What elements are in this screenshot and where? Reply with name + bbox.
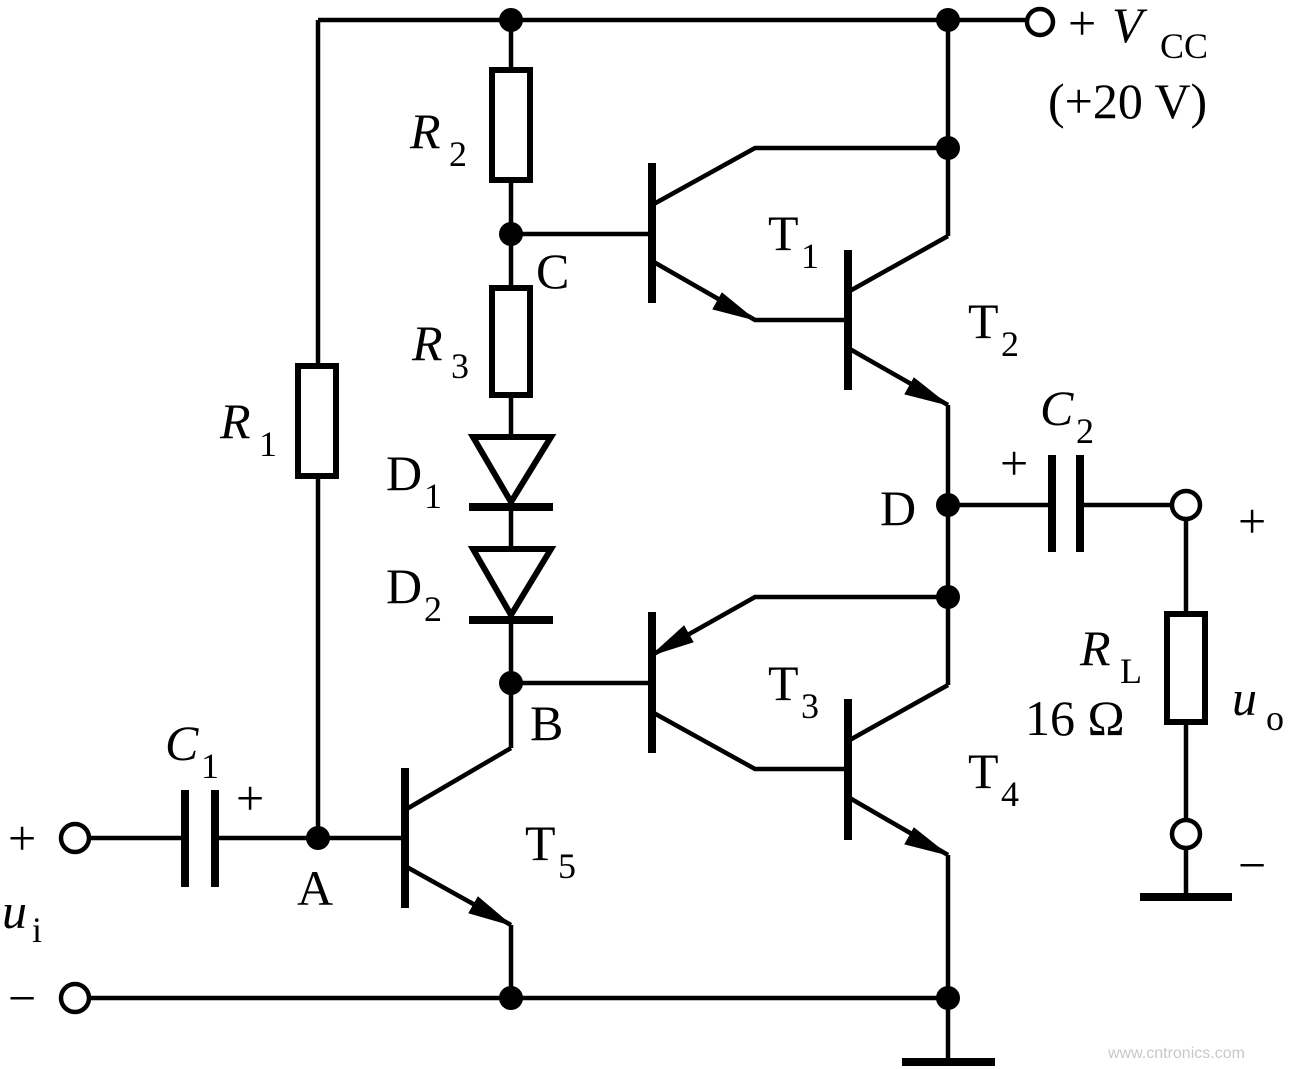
r2-label: R [409, 103, 441, 159]
input-subscript: i [32, 910, 42, 950]
junction-t3-emitter [936, 585, 960, 609]
r2-subscript: 2 [449, 134, 467, 174]
rl-resistor [1164, 611, 1208, 725]
vcc-plus-sign: + [1068, 0, 1096, 51]
c1-polarity: + [236, 770, 264, 826]
vcc-symbol: V [1112, 0, 1148, 53]
output-minus-sign: − [1238, 837, 1266, 893]
resistors [295, 67, 1208, 725]
r1-subscript: 1 [259, 424, 277, 464]
r1-label: R [219, 393, 251, 449]
r3-resistor [489, 285, 533, 398]
output-symbol: u [1232, 670, 1257, 726]
junction-top-right [936, 8, 960, 32]
output-plus-terminal [1169, 488, 1203, 522]
capacitors [181, 455, 1084, 887]
input-minus-sign: − [8, 970, 36, 1026]
d2-label: D [386, 558, 422, 614]
output-plus-sign: + [1238, 493, 1266, 549]
output-subscript: o [1266, 698, 1284, 738]
junction-ground-t5 [499, 986, 523, 1010]
t5-subscript: 5 [558, 846, 576, 886]
input-plus-sign: + [8, 810, 36, 866]
input-plus-terminal [58, 821, 92, 855]
t1-collector-wire [650, 145, 948, 207]
node-b-label: B [530, 695, 563, 751]
t2-emitter-arrow [904, 377, 949, 406]
t3-emitter-arrow [651, 625, 694, 656]
input-minus-terminal [58, 981, 92, 1015]
junction-top-r2 [499, 8, 523, 32]
c2-subscript: 2 [1076, 411, 1094, 451]
t3-subscript: 3 [801, 686, 819, 726]
rl-label: R [1079, 620, 1111, 676]
junction-node-b [499, 671, 523, 695]
t5-label: T [525, 815, 556, 871]
junction-ground-right [936, 986, 960, 1010]
t4-subscript: 4 [1001, 774, 1019, 814]
d1-label: D [386, 445, 422, 501]
c1-subscript: 1 [201, 746, 219, 786]
d1-diode [467, 434, 557, 508]
rl-value: 16 Ω [1025, 690, 1125, 746]
junctions [306, 8, 960, 1010]
r1-resistor [295, 363, 339, 479]
junction-node-d [936, 493, 960, 517]
t3-label: T [768, 655, 799, 711]
vcc-value: (+20 V) [1048, 73, 1207, 129]
c2-polarity: + [1000, 435, 1028, 491]
c2-label: C [1040, 380, 1074, 436]
junction-node-c [499, 222, 523, 246]
t4-label: T [968, 743, 999, 799]
terminals [58, 6, 1203, 1015]
diodes [467, 434, 557, 624]
r3-subscript: 3 [451, 346, 469, 386]
t4-emitter-arrow [904, 827, 949, 856]
vcc-terminal [1024, 6, 1056, 38]
wires [88, 17, 1232, 1066]
d2-diode [467, 546, 557, 621]
d1-subscript: 1 [424, 476, 442, 516]
node-c-label: C [536, 243, 569, 299]
t1-emitter-arrow [712, 292, 756, 321]
output-minus-terminal [1169, 817, 1203, 851]
t1-label: T [768, 205, 799, 261]
t2-collector-wire [846, 234, 950, 294]
t3-collector-wire [650, 710, 848, 772]
watermark: www.cntronics.com [1107, 1045, 1245, 1062]
d2-subscript: 2 [424, 589, 442, 629]
vcc-subscript: CC [1160, 26, 1208, 66]
node-d-label: D [880, 480, 916, 536]
t5-emitter-arrow [468, 896, 512, 926]
t5-collector-wire [403, 746, 513, 812]
r3-label: R [411, 315, 443, 371]
input-symbol: u [2, 883, 27, 939]
t2-label: T [968, 293, 999, 349]
t1-subscript: 1 [801, 236, 819, 276]
r2-resistor [489, 67, 533, 183]
t2-subscript: 2 [1001, 324, 1019, 364]
c1-label: C [165, 715, 199, 771]
t3-emitter-wire [650, 594, 948, 657]
junction-t1-collector [936, 136, 960, 160]
t4-collector-wire [846, 683, 950, 743]
rl-subscript: L [1120, 651, 1142, 691]
junction-node-a [306, 826, 330, 850]
transistors [401, 163, 949, 926]
node-a-label: A [297, 860, 333, 916]
